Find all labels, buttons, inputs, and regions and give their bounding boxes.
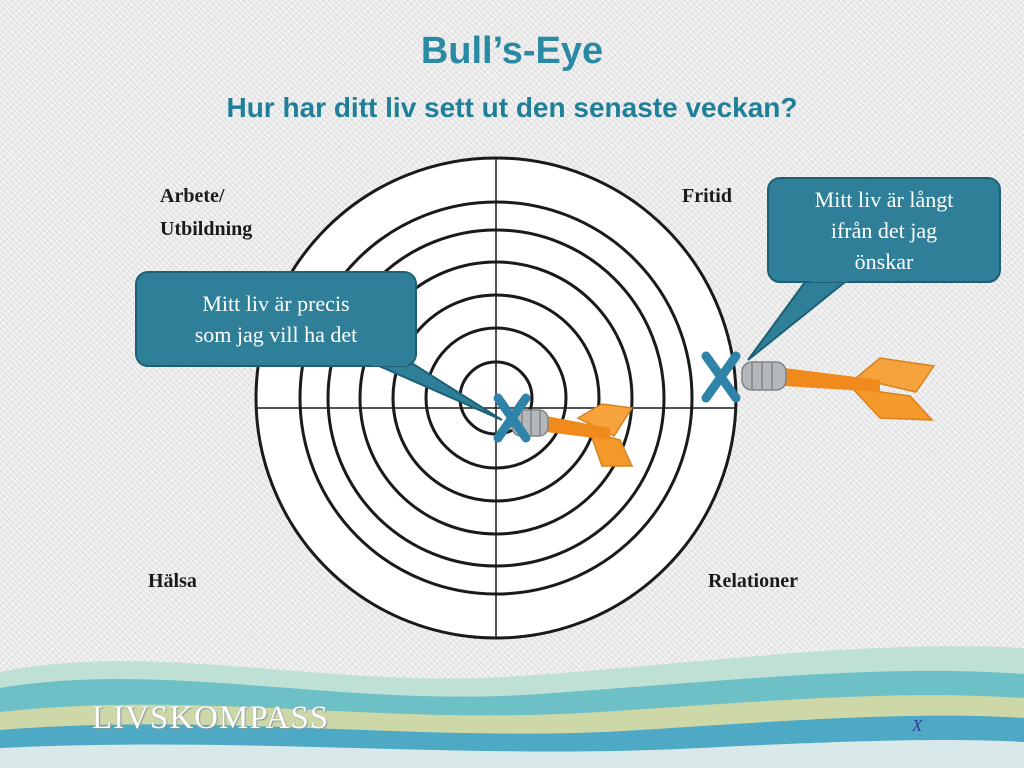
callout-far-pointer-join	[810, 276, 848, 282]
slide-subtitle: Hur har ditt liv sett ut den senaste vec…	[226, 92, 798, 123]
quadrant-label-relations: Relationer	[708, 570, 798, 592]
x-mark-icon	[493, 393, 531, 443]
dart-far-shaft	[784, 368, 880, 392]
page-number: X	[912, 716, 923, 735]
callout-far-line3: önskar	[854, 249, 914, 274]
dart-near	[511, 403, 634, 467]
callout-near-line2: som jag vill ha det	[194, 322, 358, 347]
quadrant-label-work: Arbete/ Utbildning	[160, 180, 252, 246]
footer-waves	[0, 646, 1024, 768]
logo: LIVSKOMPASS	[92, 700, 330, 736]
dart-far	[741, 357, 936, 421]
callout-near-line1: Mitt liv är precis	[202, 291, 350, 316]
callout-far-box	[767, 177, 1001, 283]
callout-near-pointer-join	[372, 360, 408, 366]
quadrant-label-leisure: Fritid	[682, 185, 732, 207]
callout-far-text: Mitt liv är långt ifrån det jag önskar	[768, 184, 1000, 277]
hit-marker-far	[701, 351, 741, 403]
dart-far-flight-bottom	[850, 386, 934, 421]
callout-far-line1: Mitt liv är långt	[814, 187, 954, 212]
slide-title: Bull’s-Eye	[420, 30, 604, 72]
callout-far	[747, 177, 1001, 361]
dart-far-barrel	[741, 361, 787, 391]
callout-near	[135, 271, 503, 421]
quadrant-label-health: Hälsa	[148, 570, 197, 592]
wave-pale	[0, 740, 1024, 768]
dart-near-shaft	[546, 416, 610, 440]
callout-near-box	[135, 271, 417, 367]
dart-far-flight-top	[854, 357, 936, 393]
callout-far-pointer	[747, 277, 853, 361]
hit-marker-near	[493, 393, 531, 443]
callout-far-line2: ifrån det jag	[830, 218, 938, 243]
x-mark-icon	[701, 351, 741, 403]
quadrant-label-work-line1: Arbete/	[160, 185, 225, 207]
callout-near-text: Mitt liv är precis som jag vill ha det	[136, 288, 416, 350]
quadrant-label-work-line2: Utbildning	[160, 218, 253, 240]
